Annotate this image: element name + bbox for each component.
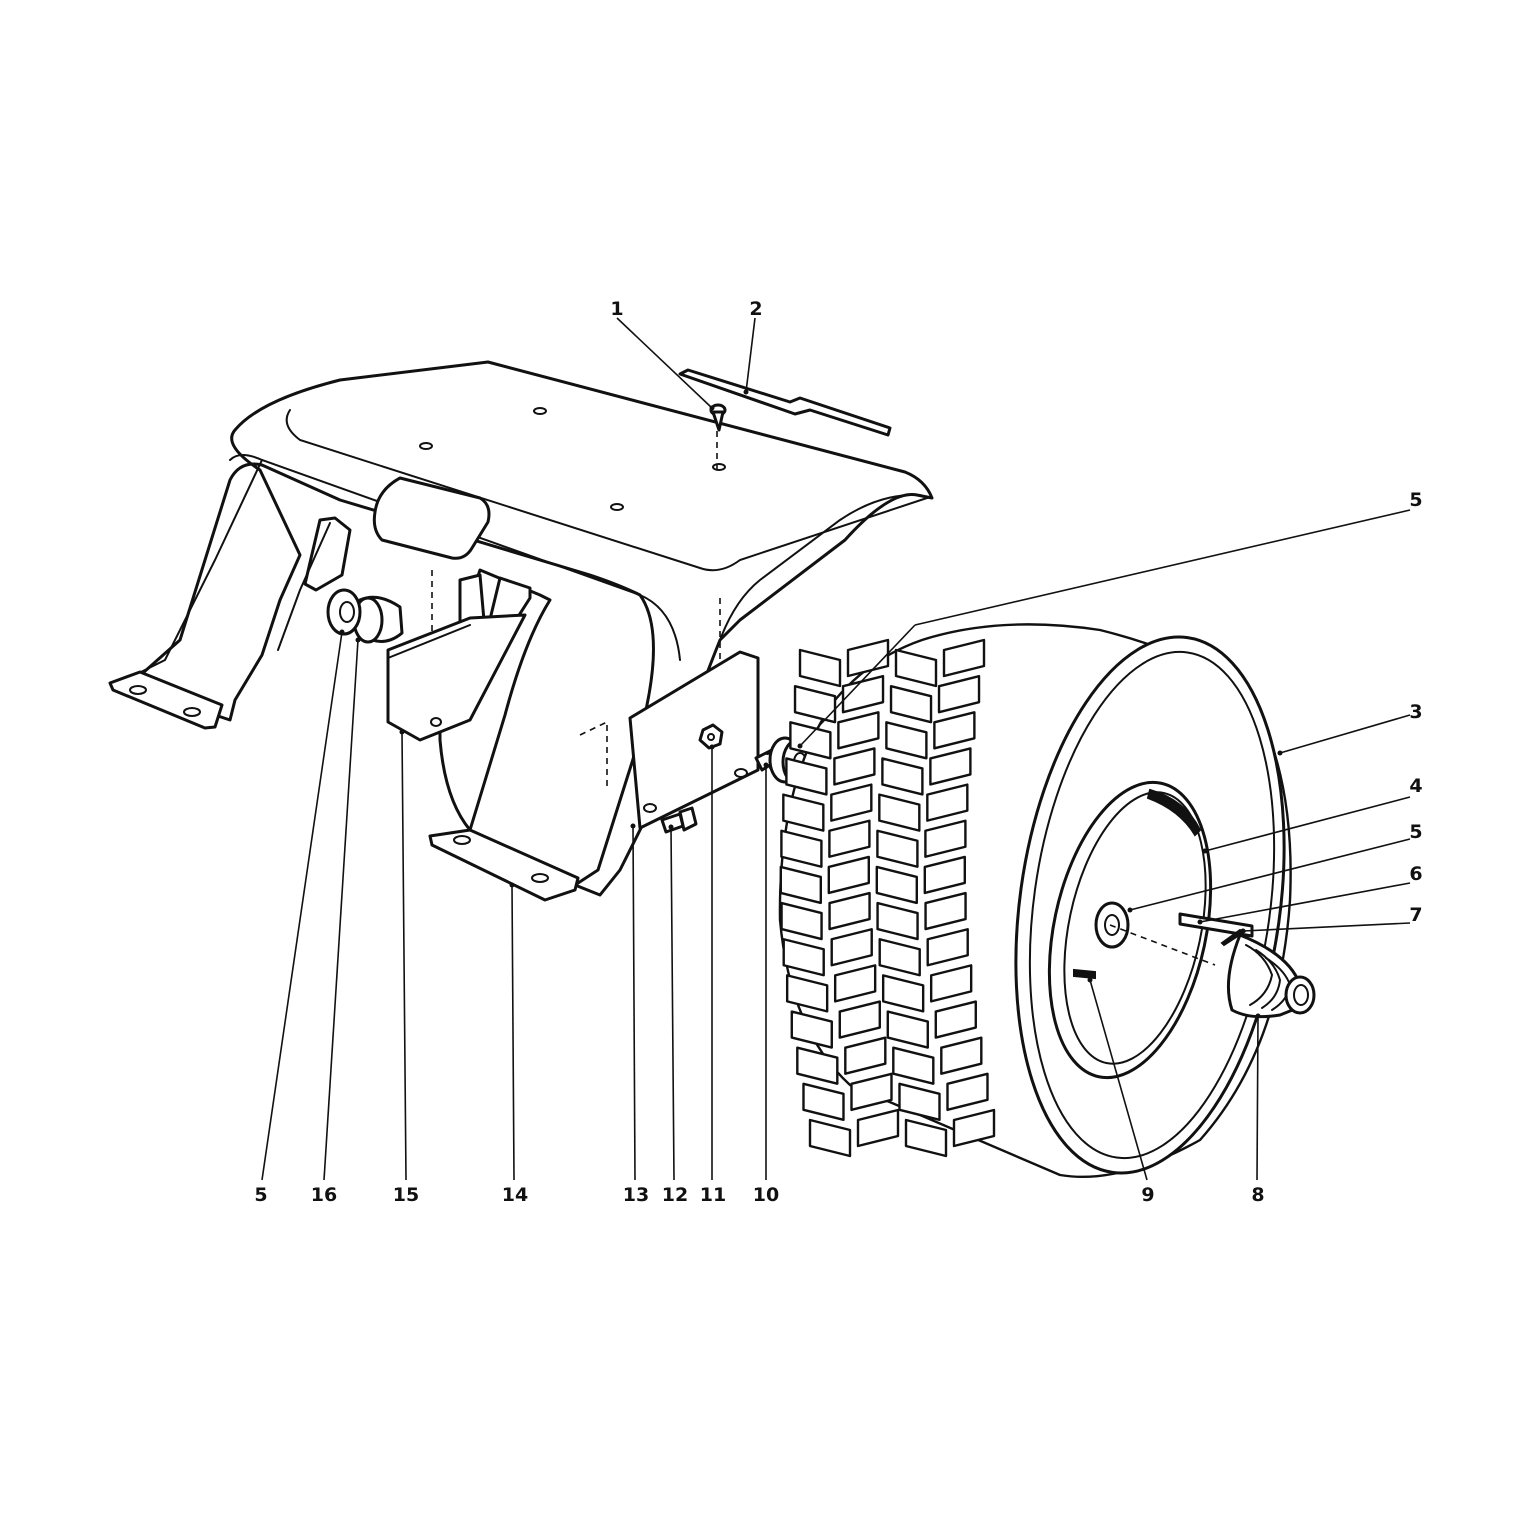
tread-block [876,829,919,868]
part-8-boot [1226,933,1316,1019]
tread-block [946,1072,989,1112]
tread-block [933,711,976,750]
callout-2: 2 [749,298,762,320]
tread-block [885,721,928,760]
tread-block [850,1072,893,1112]
tread-block [894,648,938,688]
tread-block [929,964,973,1003]
tread-block [808,1118,852,1158]
callout-12: 12 [662,1184,688,1206]
callout-11: 11 [700,1184,726,1206]
tread-block [846,638,890,678]
tread-block [876,901,919,941]
tread-block [828,891,871,931]
part-13-mounting-box [628,650,760,830]
tread-block [856,1108,900,1148]
tread-block [780,829,823,868]
part-5-washer-left [326,588,362,636]
callout-5-left: 5 [254,1184,267,1206]
callout-16: 16 [311,1184,337,1206]
part-2-trim-strip [678,368,892,437]
tread-block [837,711,880,750]
tread-block [942,638,986,678]
tread-block [830,928,873,967]
tread-block [926,783,969,822]
callout-1: 1 [610,298,623,320]
tread-block [833,964,877,1003]
tread-block [940,1036,983,1075]
callout-3: 3 [1409,701,1422,723]
callout-8: 8 [1251,1184,1264,1206]
tread-block [929,747,972,786]
tread-block [785,974,829,1013]
callout-5-hub: 5 [1409,821,1422,843]
part-1-screw [709,403,727,432]
tread-block [798,648,842,688]
tread-block [937,674,981,714]
callout-4: 4 [1409,775,1422,797]
leader-lines [261,317,1411,1181]
tread-block [780,901,823,941]
tread-block [844,1036,887,1075]
tread-block [881,974,925,1013]
tread-block [841,674,885,714]
tread-block [881,757,924,796]
tread-block [924,891,967,931]
tread-block [830,783,873,822]
tread-block [782,793,825,832]
tread-block [898,1082,941,1122]
tread-block [833,747,876,786]
callout-14: 14 [502,1184,528,1206]
wheel-assembly [778,623,1292,1178]
tread-block [790,1010,833,1049]
callout-labels: 1 2 5 3 4 5 6 7 5 16 15 14 13 12 11 10 9… [254,298,1422,1206]
tread-block [827,855,870,895]
tread-block [904,1118,948,1158]
callout-7: 7 [1409,904,1422,926]
tread-block [926,928,969,967]
tread-block [924,819,967,858]
tread-block [892,1046,935,1085]
part-16-spacer [352,595,404,644]
part-11-nut [698,723,724,750]
part-12-bolt [660,806,698,834]
tread-block [889,684,933,724]
tread-block [923,855,966,895]
callout-10: 10 [753,1184,779,1206]
tread-block [952,1108,996,1148]
callout-9: 9 [1141,1184,1154,1206]
part-15-bracket-plate [386,613,527,742]
tread-block [934,1000,977,1039]
tread-block [886,1010,929,1049]
callout-15: 15 [393,1184,419,1206]
tread-block [779,865,822,905]
tread-block [838,1000,881,1039]
callout-5-top: 5 [1409,489,1422,511]
tread-block [793,684,837,724]
tread-block [878,938,921,977]
tread-block [828,819,871,858]
callout-6: 6 [1409,863,1422,885]
tread-block [875,865,918,905]
tread-block [782,938,825,977]
callout-13: 13 [623,1184,649,1206]
tread-block [785,757,828,796]
tread-block [878,793,921,832]
tread-block [796,1046,839,1085]
tread-block [802,1082,845,1122]
